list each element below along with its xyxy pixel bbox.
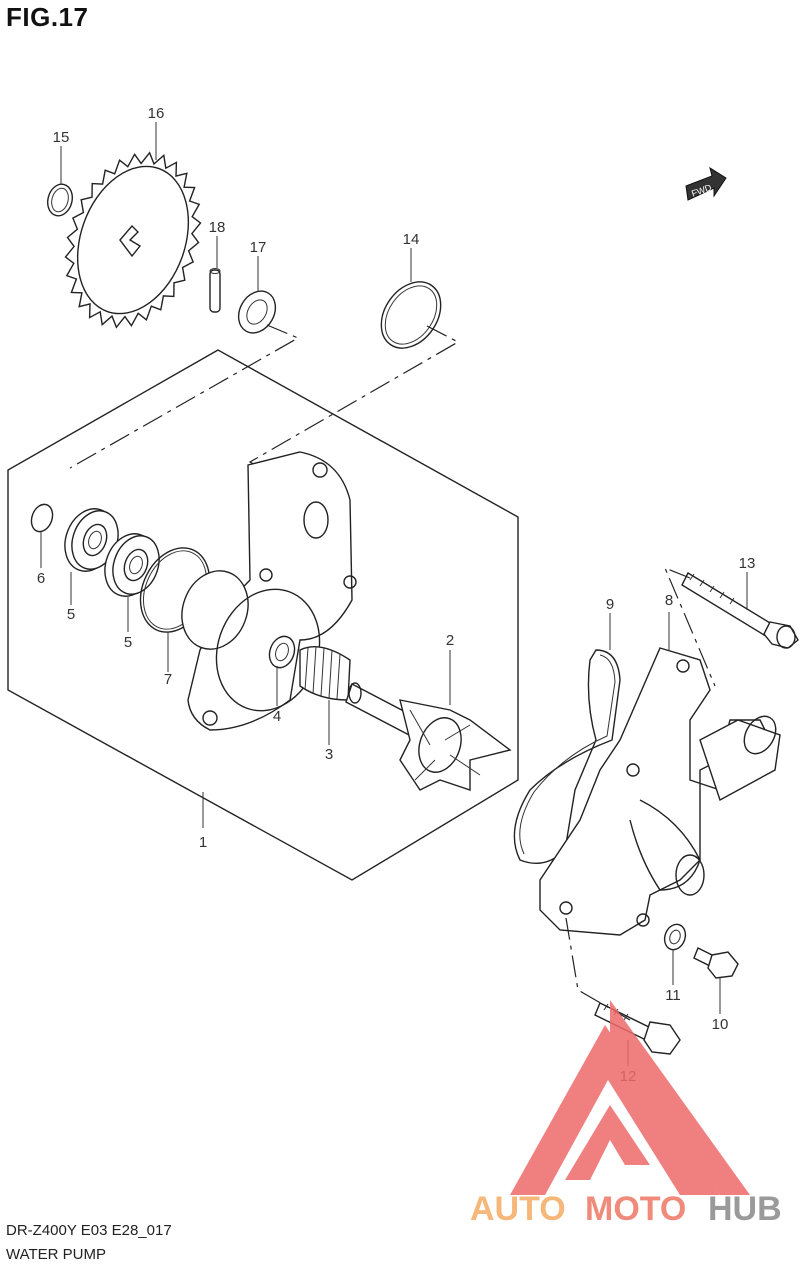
bolt-10: [693, 947, 739, 979]
pin-18: [209, 268, 221, 313]
watermark-auto: AUTO: [470, 1190, 566, 1228]
washer-17: [237, 290, 277, 334]
pump-sprocket: [64, 151, 202, 329]
callout-c9: 9: [606, 596, 614, 613]
callout-c16: 16: [148, 105, 165, 122]
bolt-13: [681, 572, 799, 649]
figure-name: WATER PUMP: [6, 1246, 106, 1263]
callout-c8: 8: [665, 592, 673, 609]
circlip-6: [30, 503, 54, 533]
callout-c18: 18: [209, 219, 226, 236]
watermark-hub: HUB: [708, 1190, 782, 1228]
watermark-moto: MOTO: [585, 1190, 686, 1228]
pump-body: [181, 451, 357, 731]
callout-labels: 1234556789101112131415161718: [37, 105, 756, 1085]
callout-c3: 3: [325, 746, 333, 763]
callout-c14: 14: [403, 231, 420, 248]
watermark-text: AUTO MOTO HUB: [470, 1190, 782, 1228]
dash-line-washer: [69, 324, 300, 469]
callout-c6: 6: [37, 570, 45, 587]
callout-c7: 7: [164, 671, 172, 688]
gasket-9: [513, 649, 621, 864]
pump-cover-8: [539, 647, 781, 936]
seal-spring-3: [299, 645, 351, 701]
callout-c13: 13: [739, 555, 756, 572]
callout-c5a: 5: [67, 606, 75, 623]
watermark-logo: [510, 1000, 750, 1195]
figure-code: DR-Z400Y E03 E28_017: [6, 1222, 172, 1239]
dash-line-bolt-13: [663, 566, 716, 687]
callout-c2: 2: [446, 632, 454, 649]
circlip-15: [46, 183, 74, 217]
assembly-boundary: [7, 349, 519, 881]
callout-c1: 1: [199, 834, 207, 851]
callout-c5b: 5: [124, 634, 132, 651]
washer-11: [663, 923, 687, 951]
impeller-shaft-2: [345, 682, 512, 791]
o-ring-14: [380, 281, 442, 349]
callout-c17: 17: [250, 239, 267, 256]
fwd-arrow-icon: FWD: [685, 166, 727, 201]
figure-title: FIG.17: [6, 2, 89, 32]
callout-c11: 11: [665, 987, 681, 1004]
callout-c15: 15: [53, 129, 70, 146]
callout-c10: 10: [712, 1016, 729, 1033]
callout-c4: 4: [273, 708, 281, 725]
dash-line-oring: [248, 325, 460, 481]
